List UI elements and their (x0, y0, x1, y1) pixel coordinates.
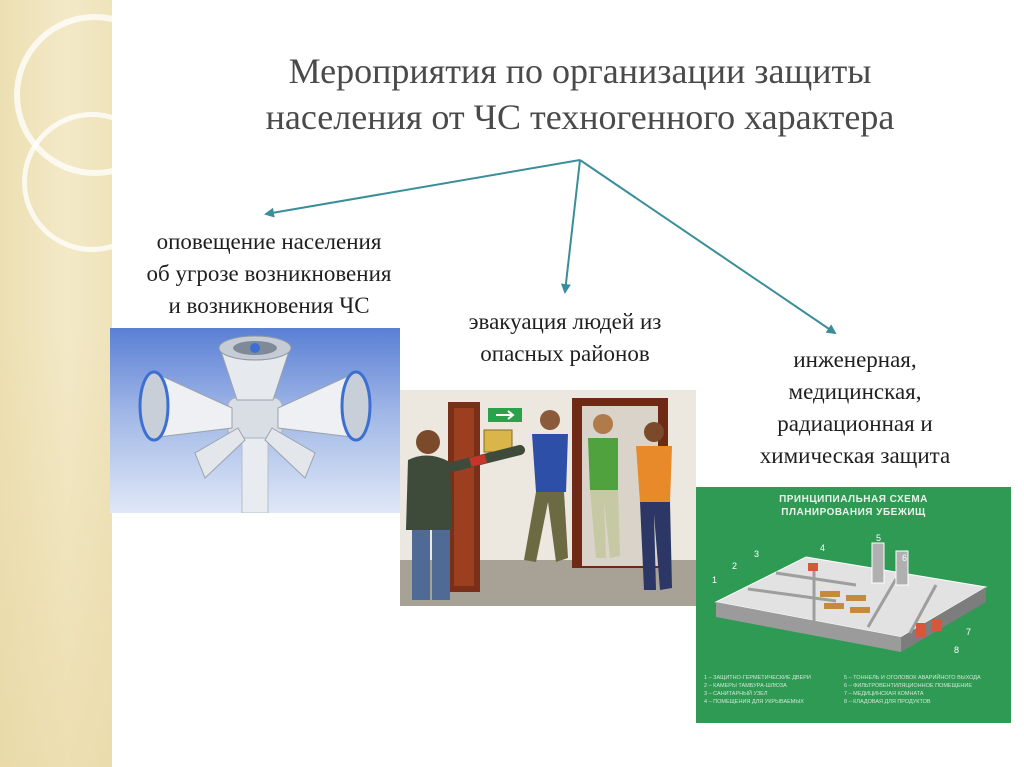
scheme-legend-left: 1 – ЗАЩИТНО-ГЕРМЕТИЧЕСКИЕ ДВЕРИ 2 – КАМЕ… (704, 674, 811, 706)
decorative-shade (0, 330, 112, 767)
alert-label-line: оповещение населения (156, 229, 382, 254)
legend-item: 5 – ТОННЕЛЬ И ОГОЛОВОК АВАРИЙНОГО ВЫХОДА (844, 675, 981, 681)
legend-item: 7 – МЕДИЦИНСКАЯ КОМНАТА (844, 691, 924, 697)
alert-label: оповещение населения об угрозе возникнов… (113, 226, 425, 322)
protection-label-line: радиационная и (777, 411, 933, 436)
evacuation-illustration (400, 390, 696, 606)
scheme-title: ПРИНЦИПИАЛЬНАЯ СХЕМА ПЛАНИРОВАНИЯ УБЕЖИЩ (779, 494, 928, 518)
protection-label: инженерная, медицинская, радиационная и … (705, 344, 1005, 472)
decorative-side-band (0, 0, 176, 767)
protection-label-line: медицинская, (788, 379, 922, 404)
arrow-to-alert (264, 159, 581, 218)
scheme-number: 5 (876, 533, 881, 543)
arrow-to-evacuation (560, 159, 581, 294)
legend-item: 6 – ФИЛЬТРОВЕНТИЛЯЦИОННОЕ ПОМЕЩЕНИЕ (844, 683, 972, 689)
protection-label-line: инженерная, (793, 347, 917, 372)
shelter-scheme: ПРИНЦИПИАЛЬНАЯ СХЕМА ПЛАНИРОВАНИЯ УБЕЖИЩ… (696, 487, 1011, 723)
slide-title: Мероприятия по организации защиты населе… (150, 48, 1010, 140)
siren-illustration (110, 328, 400, 513)
protection-label-line: химическая защита (759, 443, 951, 468)
scheme-number: 6 (902, 553, 907, 563)
legend-item: 3 – САНИТАРНЫЙ УЗЕЛ (704, 691, 768, 697)
legend-item: 2 – КАМЕРЫ ТАМБУРА-ШЛЮЗА (704, 683, 787, 689)
arrow-to-protection (579, 159, 837, 335)
evacuation-label-line: опасных районов (480, 341, 650, 366)
evacuation-label-line: эвакуация людей из (468, 309, 662, 334)
scheme-number: 2 (732, 561, 737, 571)
alert-label-line: об угрозе возникновения (146, 261, 392, 286)
title-line-1: Мероприятия по организации защиты (288, 51, 872, 91)
scheme-number: 1 (712, 575, 717, 585)
legend-item: 4 – ПОМЕЩЕНИЯ ДЛЯ УКРЫВАЕМЫХ (704, 699, 804, 705)
scheme-legend-right: 5 – ТОННЕЛЬ И ОГОЛОВОК АВАРИЙНОГО ВЫХОДА… (844, 674, 981, 706)
legend-item: 1 – ЗАЩИТНО-ГЕРМЕТИЧЕСКИЕ ДВЕРИ (704, 675, 811, 681)
legend-item: 8 – КЛАДОВАЯ ДЛЯ ПРОДУКТОВ (844, 699, 931, 705)
scheme-number: 3 (754, 549, 759, 559)
scheme-number: 8 (954, 645, 959, 655)
title-line-2: населения от ЧС техногенного характера (265, 97, 895, 137)
scheme-number: 4 (820, 543, 825, 553)
evacuation-label: эвакуация людей из опасных районов (425, 306, 705, 370)
decorative-ring (22, 112, 162, 252)
alert-label-line: и возникновения ЧС (168, 293, 370, 318)
scheme-number: 7 (966, 627, 971, 637)
